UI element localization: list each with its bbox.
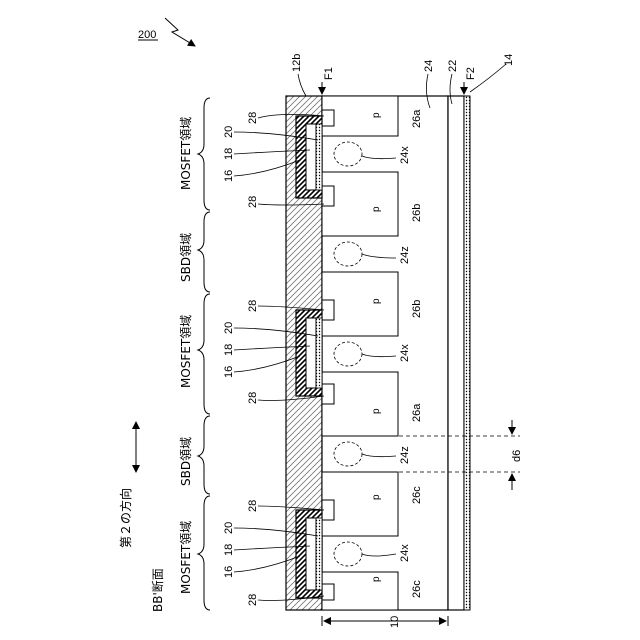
p-label: p xyxy=(371,298,382,304)
f2-label: F2 xyxy=(465,67,477,80)
f1-label: F1 xyxy=(323,67,335,80)
well-label: 26a xyxy=(411,109,423,128)
well-label: 26c xyxy=(411,486,423,504)
region-label-sbd-1: SBD領域 xyxy=(178,233,193,282)
section-label: BB'断面 xyxy=(150,568,165,612)
well-label: 26b xyxy=(411,204,423,222)
gap-label: 24x xyxy=(399,544,411,562)
layer-12b-label: 12b xyxy=(291,54,303,72)
region-label-mosfet-2: MOSFET領域 xyxy=(178,315,193,388)
figure-number: 200 xyxy=(138,29,156,41)
gate-label-20: 20 xyxy=(223,522,235,534)
substrate-layer-22 xyxy=(448,96,464,610)
source-label: 28 xyxy=(247,392,259,404)
gap-label: 24x xyxy=(399,146,411,164)
gate-label-20: 20 xyxy=(223,322,235,334)
figure-pointer xyxy=(165,18,195,46)
region-label-mosfet-1: MOSFET領域 xyxy=(178,117,193,190)
source-label: 28 xyxy=(247,300,259,312)
well-label: 26a xyxy=(411,403,423,422)
gate-stacks xyxy=(296,116,322,598)
gate-label-18: 18 xyxy=(223,148,235,160)
well-label: 26b xyxy=(411,300,423,318)
gate-label-16: 16 xyxy=(223,170,235,182)
thickness-10-label: 10 xyxy=(389,616,401,628)
region-braces xyxy=(198,98,210,610)
region-labels: MOSFET領域 SBD領域 MOSFET領域 SBD領域 MOSFET領域 xyxy=(178,117,193,594)
gate-label-18: 18 xyxy=(223,344,235,356)
region-label-mosfet-3: MOSFET領域 xyxy=(178,521,193,594)
region-label-sbd-2: SBD領域 xyxy=(178,437,193,486)
p-label: p xyxy=(371,206,382,212)
p-label: p xyxy=(371,112,382,118)
layer-24-label: 24 xyxy=(423,60,435,72)
p-label: p xyxy=(371,494,382,500)
direction-label: 第２の方向 xyxy=(118,488,133,548)
well-label: 26c xyxy=(411,580,423,598)
gap-label: 24x xyxy=(399,344,411,362)
d6-label: d6 xyxy=(511,450,523,462)
gate-label-16: 16 xyxy=(223,566,235,578)
source-label: 28 xyxy=(247,112,259,124)
p-label: p xyxy=(371,576,382,582)
gate-label-18: 18 xyxy=(223,544,235,556)
source-label: 28 xyxy=(247,196,259,208)
back-electrode-14 xyxy=(464,96,470,610)
source-label: 28 xyxy=(247,594,259,606)
gate-label-20: 20 xyxy=(223,126,235,138)
source-label: 28 xyxy=(247,500,259,512)
layer-14-label: 14 xyxy=(503,54,515,66)
gap-label: 24z xyxy=(399,246,411,264)
gap-label: 24z xyxy=(399,446,411,464)
gate-label-16: 16 xyxy=(223,366,235,378)
p-label: p xyxy=(371,408,382,414)
layer-22-label: 22 xyxy=(447,60,459,72)
